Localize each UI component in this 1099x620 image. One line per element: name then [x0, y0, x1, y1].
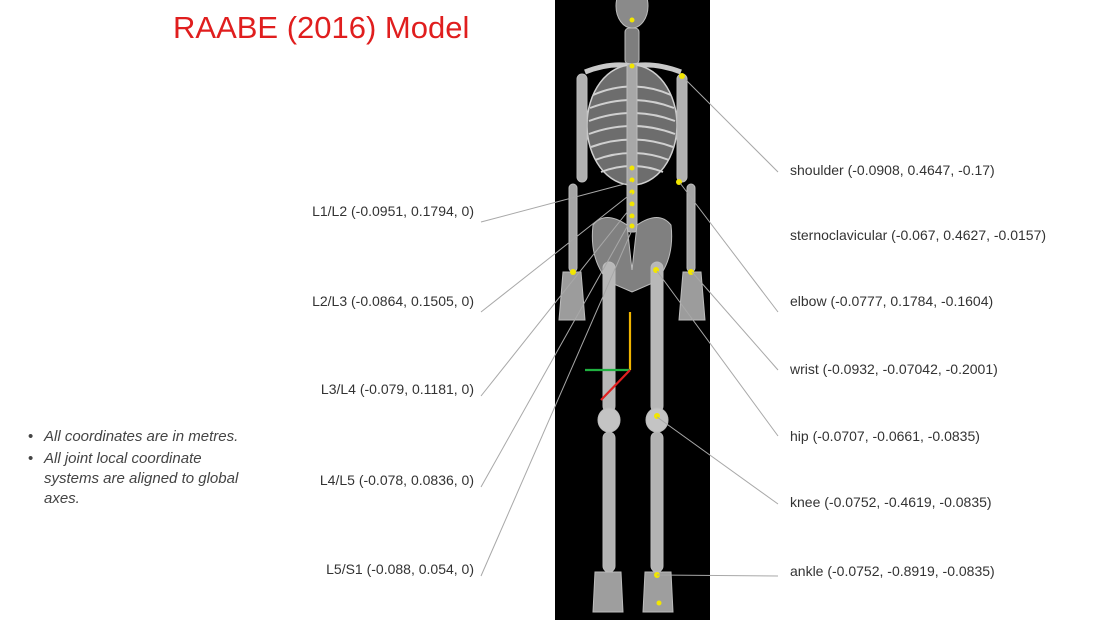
joint-label-knee: knee (-0.0752, -0.4619, -0.0835): [790, 494, 992, 510]
joint-label-sternoclavicular: sternoclavicular (-0.067, 0.4627, -0.015…: [790, 227, 1046, 243]
joint-label-elbow: elbow (-0.0777, 0.1784, -0.1604): [790, 293, 993, 309]
joint-label-l3-l4: L3/L4 (-0.079, 0.1181, 0): [321, 381, 474, 397]
joint-label-shoulder: shoulder (-0.0908, 0.4647, -0.17): [790, 162, 995, 178]
note-text: All joint local coordinate systems are a…: [44, 450, 238, 507]
joint-label-ankle: ankle (-0.0752, -0.8919, -0.0835): [790, 563, 995, 579]
joint-label-wrist: wrist (-0.0932, -0.07042, -0.2001): [790, 361, 998, 377]
bullet-icon: •: [28, 449, 33, 469]
bullet-icon: •: [28, 427, 33, 447]
joint-label-l1-l2: L1/L2 (-0.0951, 0.1794, 0): [312, 203, 474, 219]
skeleton-illustration: [555, 0, 710, 620]
note-item: • All coordinates are in metres.: [28, 427, 258, 447]
joint-label-l5-s1: L5/S1 (-0.088, 0.054, 0): [326, 561, 474, 577]
joint-label-l2-l3: L2/L3 (-0.0864, 0.1505, 0): [312, 293, 474, 309]
joint-label-l4-l5: L4/L5 (-0.078, 0.0836, 0): [320, 472, 474, 488]
joint-label-hip: hip (-0.0707, -0.0661, -0.0835): [790, 428, 980, 444]
notes-list: • All coordinates are in metres. • All joi…: [28, 427, 258, 511]
skeleton-render-panel: [555, 0, 710, 620]
diagram-title: RAABE (2016) Model: [173, 10, 469, 46]
note-item: • All joint local coordinate systems are …: [28, 449, 258, 509]
note-text: All coordinates are in metres.: [44, 428, 238, 445]
